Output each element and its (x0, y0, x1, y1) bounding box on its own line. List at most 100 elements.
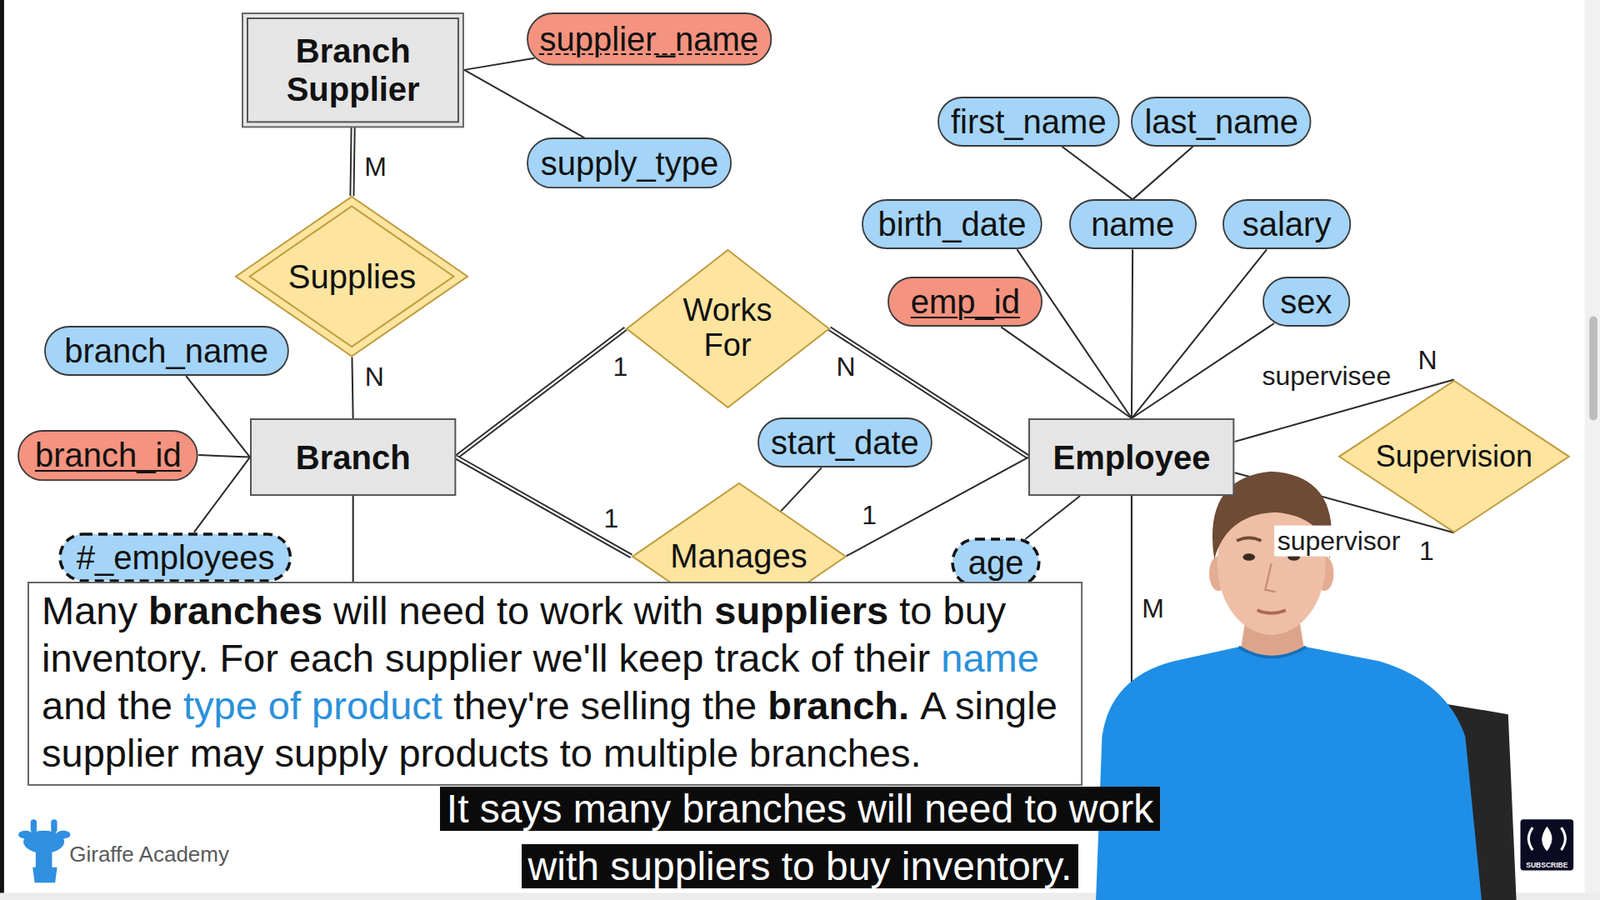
entity-name: Employee (1052, 438, 1210, 477)
attribute-ellipse: supply_type (526, 137, 732, 189)
logo-bracket (1560, 827, 1565, 850)
relationship-diamond: Supervision (1338, 380, 1570, 534)
relationship-line (194, 457, 250, 533)
relationship-line (351, 127, 353, 196)
panel-word: the (702, 683, 768, 728)
giraffe-logo (18, 819, 70, 883)
relationship-name: Supervision (1375, 439, 1533, 474)
panel-word: For (219, 635, 290, 680)
presenter (1095, 471, 1516, 900)
connector-stroke (780, 467, 822, 511)
attribute-ellipse: branch_name (44, 325, 290, 376)
cardinality-label: 1 (604, 503, 620, 535)
channel-name-holder: Giraffe Academy (69, 842, 230, 868)
key-attribute-ellipse: emp_id (887, 276, 1043, 327)
ellipse-outline (938, 97, 1120, 146)
panel-word: Many (41, 588, 149, 633)
logo-part (30, 819, 37, 833)
eyebrow (1236, 537, 1261, 541)
relationship-line (1016, 249, 1131, 419)
video-subtitle: It says many branches will need to work … (440, 786, 1160, 889)
ellipse-outline (758, 418, 932, 467)
ellipse-outline (527, 138, 731, 188)
dashed-ellipse-outline (60, 534, 290, 581)
diamond-outline (1339, 380, 1570, 533)
entity-name: Branch Supplier (270, 31, 437, 109)
attribute-name: #_employees (76, 538, 275, 577)
cardinality-label: M (1141, 592, 1165, 624)
panel-word: the (118, 683, 184, 728)
key-attribute-ellipse: branch_id (17, 430, 199, 481)
weak-entity-box: Branch Supplier (241, 12, 465, 128)
cardinality-label-holder: N (1417, 345, 1437, 376)
logo-part (32, 867, 57, 883)
connector-stroke (1131, 249, 1133, 419)
panel-word: their (854, 635, 942, 680)
connector-stroke (1000, 326, 1132, 419)
panel-word: type (183, 683, 269, 728)
relationship-line-stub (352, 495, 355, 584)
attribute-ellipse: birth_date (861, 199, 1043, 250)
cardinality-label-holder: 1 (1419, 535, 1435, 567)
attribute-name: first_name (950, 102, 1107, 141)
t-shirt (1095, 646, 1482, 900)
relationship-name: Supplies (288, 257, 416, 296)
entity-box: Branch (250, 418, 456, 496)
cardinality-label: N (1417, 345, 1437, 376)
attribute-ellipse: last_name (1130, 96, 1312, 147)
panel-word: each (289, 635, 385, 680)
connector-stroke (464, 70, 585, 138)
scroll-track (1585, 0, 1600, 900)
panel-word: supplier (385, 635, 534, 680)
ellipse-outline (18, 430, 198, 480)
relationship-line (464, 70, 585, 138)
frame-edge (0, 0, 5, 900)
panel-word: with (634, 588, 715, 633)
panel-word: of (810, 635, 855, 680)
logo-plate (1520, 819, 1574, 870)
attribute-name: last_name (1144, 102, 1299, 141)
channel-name: Giraffe Academy (69, 842, 230, 868)
relationship-line (1061, 146, 1133, 200)
panel-word: buy (943, 588, 1007, 633)
ellipse-outline (527, 13, 771, 65)
entity-outline (250, 419, 455, 495)
logo-part (35, 842, 53, 871)
panel-word: need (398, 588, 497, 633)
entity-outline (1029, 419, 1234, 495)
connector-stroke (1131, 323, 1275, 419)
derived-attribute-ellipse: #_employees (58, 532, 292, 583)
connector-gap (455, 457, 631, 557)
cardinality-label-holder: 1 (861, 500, 877, 531)
nose (1265, 563, 1275, 592)
attribute-name: name (1090, 205, 1175, 244)
attribute-name: branch_name (64, 331, 269, 370)
panel-word: name (940, 635, 1040, 680)
cardinality-label-holder: 1 (604, 503, 620, 535)
panel-word: A (920, 683, 955, 728)
connector-stroke (194, 457, 250, 533)
panel-word: selling (580, 683, 703, 728)
connector-stroke (464, 58, 535, 70)
attribute-ellipse: start_date (757, 417, 933, 468)
panel-word: product (311, 683, 454, 728)
relationship-line (1131, 249, 1267, 419)
cardinality-label: N (365, 360, 385, 392)
panel-word: supply (275, 730, 400, 775)
panel-word: track (715, 635, 811, 680)
panel-word: they're (453, 683, 581, 728)
attribute-ellipse: name (1069, 199, 1197, 250)
relationship-line (1025, 495, 1080, 540)
panel-word: and (41, 683, 118, 728)
connector-stroke (1025, 495, 1080, 540)
entity-outline (242, 13, 464, 127)
panel-word: single (955, 683, 1058, 728)
attribute-ellipse: sex (1262, 276, 1350, 327)
attribute-name: age (968, 543, 1025, 582)
attribute-ellipse: first_name (937, 96, 1120, 147)
cardinality-label-holder: N (365, 360, 385, 392)
mouth (1257, 610, 1286, 614)
attribute-name: supplier_name (540, 20, 759, 59)
entity-box: Employee (1028, 418, 1235, 496)
cardinality-label: M (364, 150, 387, 182)
